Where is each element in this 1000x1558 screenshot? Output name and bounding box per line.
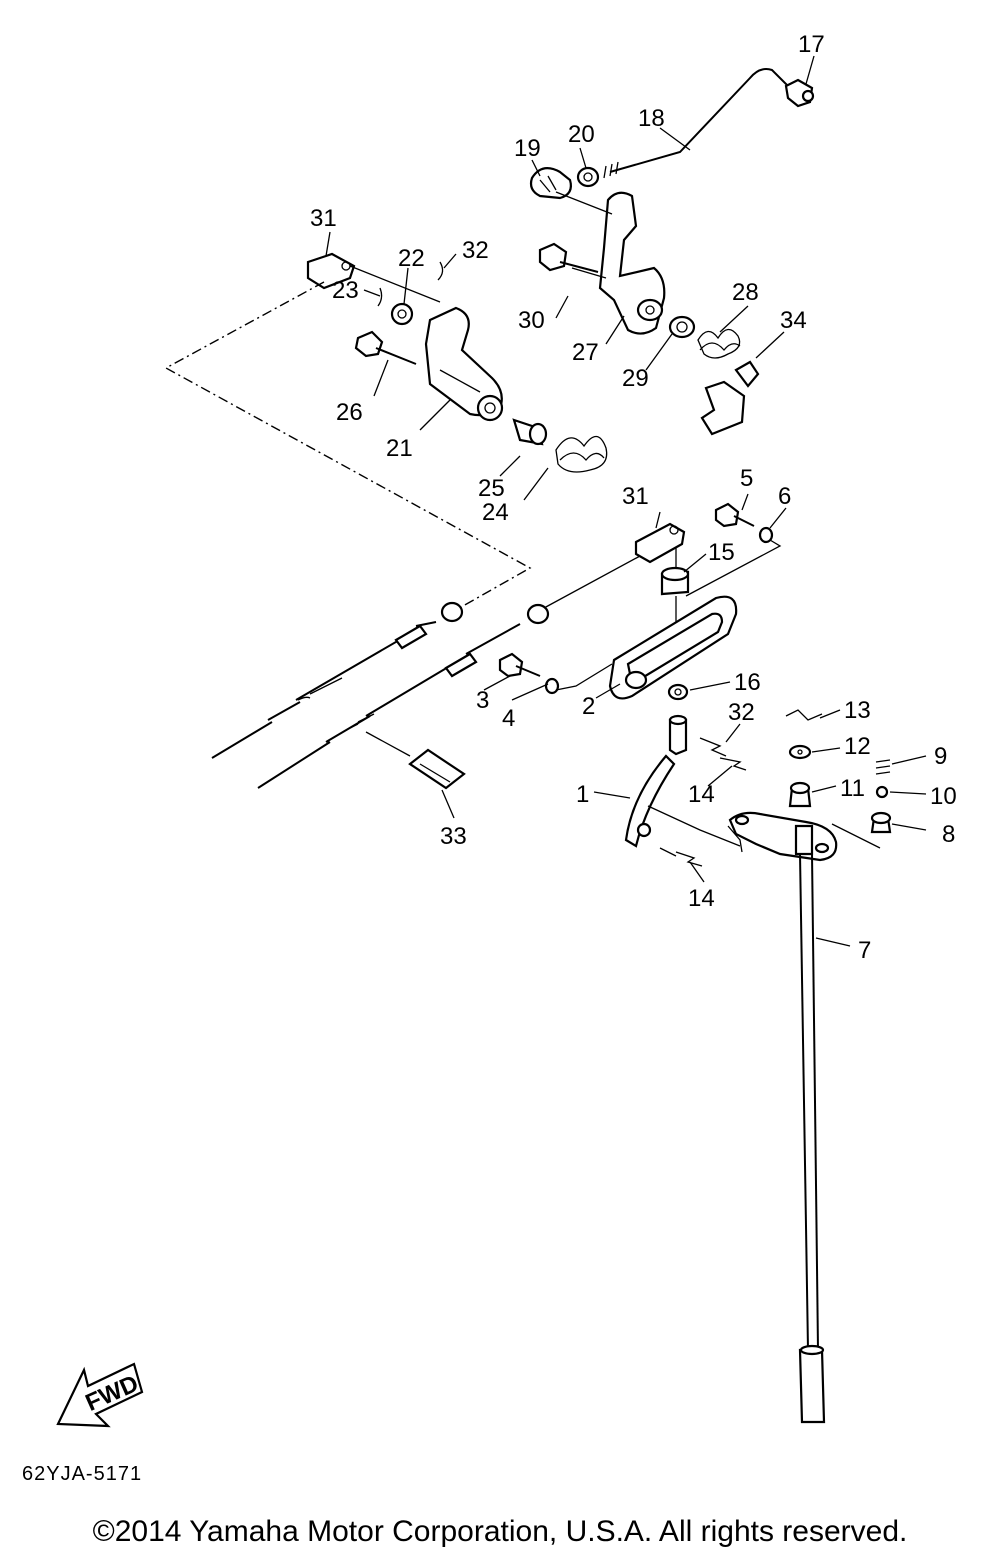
callout-26: 26 (336, 399, 363, 426)
part-collar-15 (660, 566, 690, 596)
part-cable-lower (257, 603, 550, 789)
callout-33: 33 (440, 823, 467, 850)
callout-17: 17 (798, 31, 825, 58)
callout-22: 22 (398, 245, 425, 272)
callout-16: 16 (734, 669, 761, 696)
part-washer-12 (788, 744, 812, 760)
callout-20: 20 (568, 121, 595, 148)
part-clip-33 (408, 748, 466, 790)
callout-31-lower: 31 (622, 483, 649, 510)
callout-21: 21 (386, 435, 413, 462)
callout-14-upper: 14 (688, 781, 715, 808)
part-shift-arm-1 (624, 714, 688, 848)
callout-1: 1 (576, 781, 589, 808)
part-shift-rod-7 (798, 853, 826, 1424)
callout-11: 11 (840, 775, 865, 802)
callout-32-lower: 32 (728, 699, 755, 726)
part-bracket-13 (785, 709, 823, 721)
diagram-code: 62YJA-5171 (22, 1463, 143, 1485)
part-cable-upper (211, 601, 464, 759)
part-nut-20 (576, 166, 600, 188)
part-lever-2 (608, 595, 738, 700)
fwd-arrow-icon: FWD (56, 1362, 144, 1428)
part-collar-22 (390, 302, 414, 326)
part-plate-34 (700, 360, 760, 436)
callout-3: 3 (476, 687, 489, 714)
part-bolt-30 (538, 242, 599, 273)
callout-24: 24 (482, 499, 509, 526)
part-lever-21 (424, 306, 504, 422)
part-washer-4 (544, 677, 560, 695)
callout-14-lower: 14 (688, 885, 715, 912)
part-bushing-29 (668, 315, 696, 339)
callout-29: 29 (622, 365, 649, 392)
callout-27: 27 (572, 339, 599, 366)
part-bolt-3 (498, 652, 541, 678)
callout-10: 10 (930, 783, 957, 810)
part-pin-14-upper (719, 757, 747, 771)
part-pin-32-upper (437, 261, 444, 281)
part-rod-18 (603, 68, 791, 179)
part-washer-6 (758, 526, 774, 544)
part-lever-27 (598, 191, 666, 335)
callout-7: 7 (858, 937, 871, 964)
part-bolt-26 (354, 330, 417, 365)
part-screw-11 (788, 781, 812, 808)
callout-13: 13 (844, 697, 871, 724)
part-spring-28 (697, 328, 741, 359)
part-ball-10 (875, 785, 889, 799)
part-pin-14-lower (675, 851, 703, 867)
copyright-notice: ©2014 Yamaha Motor Corporation, U.S.A. A… (92, 1515, 908, 1548)
callout-25: 25 (478, 475, 505, 502)
callout-5: 5 (740, 465, 753, 492)
part-spring-24 (555, 435, 608, 473)
part-collar-19 (529, 167, 572, 200)
callout-32-upper: 32 (462, 237, 489, 264)
callout-28: 28 (732, 279, 759, 306)
callout-12: 12 (844, 733, 871, 760)
callout-4: 4 (502, 705, 515, 732)
callout-8: 8 (942, 821, 955, 848)
part-plug-8 (870, 811, 892, 834)
callout-15: 15 (708, 539, 735, 566)
callout-2: 2 (582, 693, 595, 720)
part-clip-17 (784, 78, 815, 108)
callout-34: 34 (780, 307, 807, 334)
part-spring-9 (875, 759, 891, 775)
callout-18: 18 (638, 105, 665, 132)
part-bolt-5 (714, 502, 755, 528)
callout-9: 9 (934, 743, 947, 770)
callout-30: 30 (518, 307, 545, 334)
callout-6: 6 (778, 483, 791, 510)
part-pin-32-lower (699, 737, 727, 757)
callout-31-upper: 31 (310, 205, 337, 232)
part-joint-31-lower (634, 522, 686, 564)
callout-23: 23 (332, 277, 359, 304)
part-joint-31-upper (306, 252, 356, 290)
part-pin-23 (377, 287, 383, 307)
part-bushing-25 (512, 418, 548, 446)
part-washer-16 (667, 683, 689, 701)
callout-19: 19 (514, 135, 541, 162)
part-plate-cam (728, 811, 838, 862)
